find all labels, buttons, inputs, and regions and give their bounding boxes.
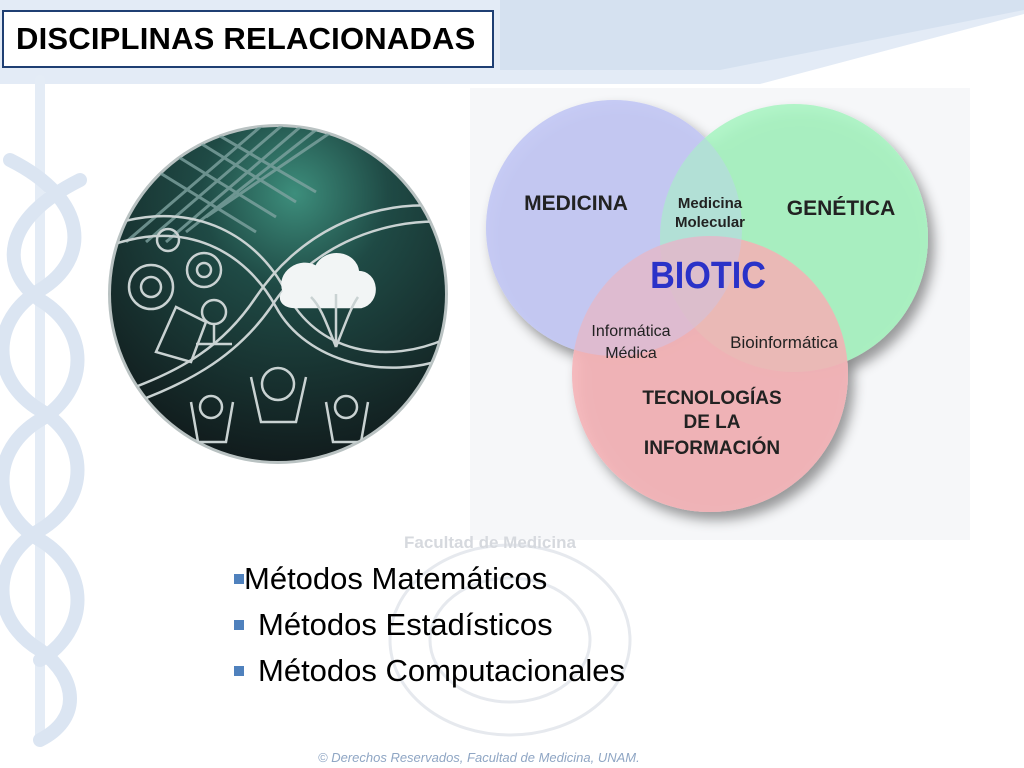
label-informatica-medica-2: Médica [605, 345, 657, 362]
bullet-text: Métodos Matemáticos [244, 561, 548, 596]
bullet-text: Métodos Computacionales [258, 653, 626, 688]
label-medicina: MEDICINA [524, 192, 628, 215]
label-tecnologias-1: TECNOLOGÍAS [642, 387, 781, 409]
square-bullet-icon [234, 574, 244, 584]
bullet-list: Métodos Matemáticos Métodos Estadísticos… [234, 556, 625, 694]
label-genetica: GENÉTICA [787, 197, 896, 220]
square-bullet-icon [234, 620, 244, 630]
square-bullet-icon [234, 666, 244, 676]
label-tecnologias-3: INFORMACIÓN [644, 437, 780, 459]
unam-watermark-icon [388, 543, 632, 737]
venn-circle-tecnologias [572, 236, 848, 512]
label-biotic: BIOTIC [650, 253, 766, 296]
bullet-text: Métodos Estadísticos [258, 607, 553, 642]
label-medicina-molecular-2: Molecular [675, 214, 745, 231]
label-medicina-molecular-1: Medicina [678, 195, 743, 212]
biotechnology-emblem-icon [108, 124, 448, 464]
watermark-label: Facultad de Medicina [404, 533, 576, 552]
title-box: DISCIPLINAS RELACIONADAS [2, 10, 494, 68]
slide-title: DISCIPLINAS RELACIONADAS [16, 21, 476, 56]
copyright-footer: © Derechos Reservados, Facultad de Medic… [318, 750, 640, 765]
label-informatica-medica-1: Informática [591, 323, 670, 340]
venn-diagram: MEDICINA GENÉTICA Medicina Molecular BIO… [486, 100, 928, 512]
bullet-item: Métodos Matemáticos [234, 556, 625, 602]
bullet-item: Métodos Computacionales [234, 648, 625, 694]
label-bioinformatica: Bioinformática [730, 333, 838, 352]
bullet-item: Métodos Estadísticos [234, 602, 625, 648]
label-tecnologias-2: DE LA [684, 412, 741, 433]
caduceus-watermark-icon [0, 75, 87, 747]
